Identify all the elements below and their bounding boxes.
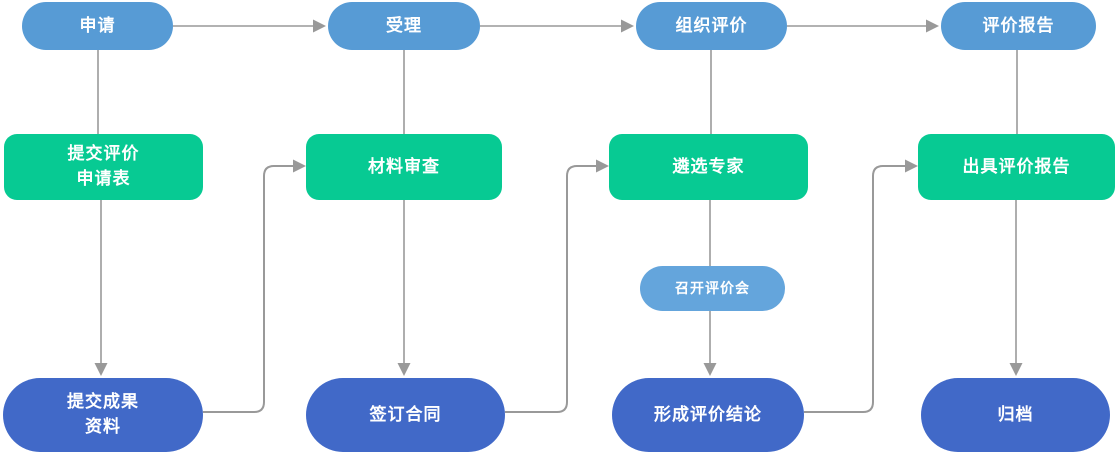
connector-sign-contract-to-select-experts — [505, 165, 596, 413]
arrowhead-organize-to-report — [926, 19, 939, 33]
node-process-issue-report: 出具评价报告 — [918, 134, 1115, 200]
arrowhead-select-experts — [596, 159, 609, 173]
node-result-submit-materials: 提交成果 资料 — [3, 378, 203, 452]
node-result-sign-contract: 签订合同 — [306, 378, 505, 452]
node-stage-apply: 申请 — [22, 2, 173, 50]
arrowhead-sign-contract — [397, 363, 411, 376]
connector-form-conclusion-to-issue-report — [804, 165, 905, 413]
node-result-form-conclusion: 形成评价结论 — [612, 378, 804, 452]
arrowhead-form-conclusion — [703, 363, 717, 376]
arrowhead-issue-report — [905, 159, 918, 173]
arrowhead-archive — [1009, 363, 1023, 376]
node-meeting-hold-evaluation: 召开评价会 — [640, 266, 785, 311]
arrowhead-submit-materials — [94, 363, 108, 376]
arrowhead-material-review — [293, 159, 306, 173]
node-process-submit-application: 提交评价 申请表 — [4, 134, 203, 200]
node-stage-accept: 受理 — [328, 2, 480, 50]
node-process-material-review: 材料审查 — [306, 134, 502, 200]
arrowhead-apply-to-accept — [313, 19, 326, 33]
node-process-select-experts: 遴选专家 — [609, 134, 808, 200]
node-result-archive: 归档 — [921, 378, 1110, 452]
connector-submit-materials-to-material-review — [203, 165, 293, 413]
arrowhead-accept-to-organize — [621, 19, 634, 33]
node-stage-organize: 组织评价 — [636, 2, 787, 50]
node-stage-report: 评价报告 — [941, 2, 1096, 50]
